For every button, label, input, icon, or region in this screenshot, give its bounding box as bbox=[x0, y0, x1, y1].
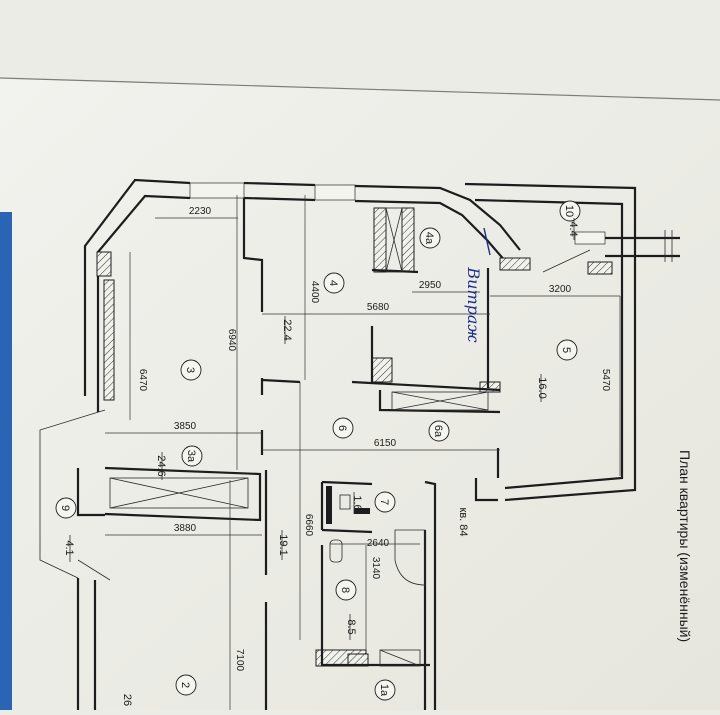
room-area: 19.1 bbox=[277, 534, 289, 555]
dimension-label: 3200 bbox=[549, 284, 572, 295]
room-marker bbox=[175, 674, 197, 696]
bathroom-fixtures bbox=[326, 486, 426, 586]
room-marker bbox=[55, 497, 77, 519]
dimension-label: 3880 bbox=[174, 523, 197, 534]
room-area: 4.1 bbox=[63, 540, 75, 555]
dimension-label: 3850 bbox=[174, 421, 197, 432]
dimension-label: 5470 bbox=[600, 369, 611, 392]
room-marker bbox=[332, 417, 354, 439]
dimension-label: 2950 bbox=[419, 280, 442, 291]
shower-icon bbox=[394, 529, 426, 586]
room-area: 26 bbox=[121, 694, 133, 706]
window bbox=[189, 182, 245, 199]
outer-walls bbox=[83, 178, 680, 502]
room-numbers: 10 4a 4 5 3 6 6a 3a 7 9 8 2 1a bbox=[59, 205, 575, 697]
dimension-label: 6660 bbox=[303, 514, 314, 537]
room-area: 22.4 bbox=[281, 319, 293, 340]
dimension-label: 2640 bbox=[367, 538, 390, 549]
room-number: 3 bbox=[184, 367, 196, 373]
dimension-label: 6150 bbox=[374, 438, 397, 449]
room-area: 24.6 bbox=[155, 455, 167, 476]
window bbox=[314, 184, 356, 201]
toilet-icon bbox=[329, 539, 343, 563]
room-number: 6a bbox=[432, 425, 444, 438]
dimension-label: 7100 bbox=[234, 649, 245, 672]
room-number: 1a bbox=[378, 684, 390, 697]
dimension-label: 4400 bbox=[309, 281, 320, 304]
room-number: 5 bbox=[560, 347, 572, 353]
room-marker bbox=[181, 445, 203, 467]
room-number: 7 bbox=[378, 499, 390, 505]
room-number: 10 bbox=[563, 205, 575, 217]
dimension-label: 6940 bbox=[226, 329, 237, 352]
room-marker bbox=[556, 339, 578, 361]
room-number: 6 bbox=[336, 425, 348, 431]
room-markers bbox=[55, 200, 581, 701]
room-number: 4a bbox=[423, 232, 435, 245]
room-number: 3a bbox=[185, 450, 197, 463]
room-areas: 4.4 22.4 16.0 19.1 24.6 1.6 4.1 8.5 26 bbox=[63, 218, 579, 706]
room-area: 1.6 bbox=[351, 495, 363, 510]
dimension-label: 6470 bbox=[137, 369, 148, 392]
room-marker bbox=[374, 679, 396, 701]
dimension-label: 5680 bbox=[367, 302, 390, 313]
page-edge bbox=[0, 77, 720, 101]
room-number: 9 bbox=[59, 505, 71, 511]
dimension-label: 3140 bbox=[370, 557, 381, 580]
room-marker bbox=[323, 272, 345, 294]
apartment-label: кв. 84 bbox=[457, 507, 469, 536]
room-marker bbox=[335, 579, 357, 601]
room-number: 2 bbox=[179, 682, 191, 688]
dimension-lines bbox=[105, 195, 621, 710]
room-marker bbox=[374, 491, 396, 513]
room-marker bbox=[180, 359, 202, 381]
paper-page bbox=[0, 78, 720, 710]
hatched-walls bbox=[96, 207, 613, 667]
room-area: 4.4 bbox=[567, 221, 579, 236]
room-number: 8 bbox=[339, 587, 351, 593]
room-area: 8.5 bbox=[345, 619, 357, 634]
blue-edge bbox=[0, 212, 12, 710]
room-marker bbox=[419, 227, 441, 249]
room-area: 16.0 bbox=[536, 377, 548, 398]
plan-title: План квартиры (изменённый) bbox=[677, 450, 693, 642]
dimension-labels: 2230 4400 2950 5680 3200 6940 6470 5470 … bbox=[137, 206, 611, 672]
shafts bbox=[109, 207, 489, 667]
room-number: 4 bbox=[327, 280, 339, 286]
room-marker bbox=[559, 200, 581, 222]
room-marker bbox=[428, 420, 450, 442]
handwritten-note: Витраж bbox=[464, 266, 483, 343]
dimension-label: 2230 bbox=[189, 206, 212, 217]
sink-icon bbox=[339, 494, 351, 510]
